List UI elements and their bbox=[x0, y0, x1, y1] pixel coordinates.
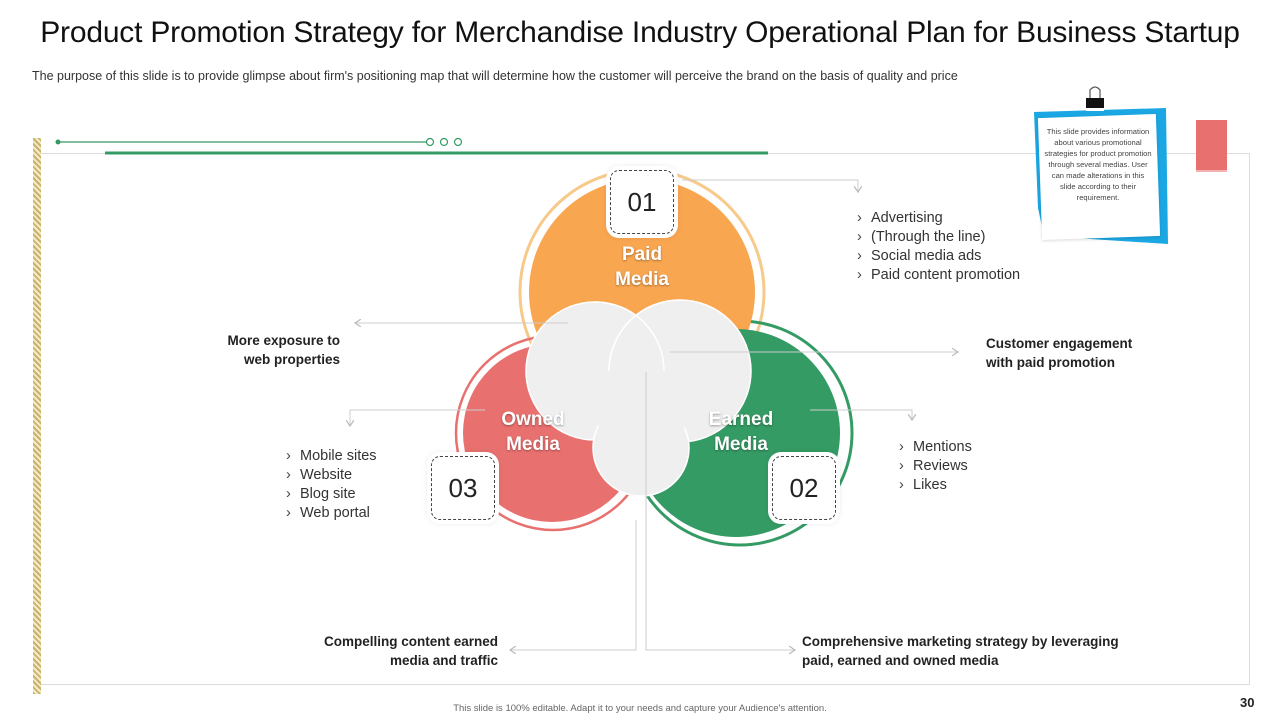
earned-media-label-line2: Media bbox=[714, 434, 768, 455]
deco-ring-1 bbox=[425, 137, 435, 147]
paid-media-label: Paid Media bbox=[582, 242, 702, 292]
connector-earned-bullets bbox=[810, 409, 912, 420]
connector-owned-bullets bbox=[350, 409, 485, 426]
slide-title: Product Promotion Strategy for Merchandi… bbox=[40, 16, 1240, 49]
callout-line: More exposure to bbox=[227, 333, 340, 348]
callout-customer-engagement: Customer engagement with paid promotion bbox=[986, 334, 1186, 372]
overlap-outline bbox=[594, 299, 681, 372]
callout-line: Compelling content earned bbox=[323, 634, 498, 649]
connector-compelling bbox=[510, 520, 637, 650]
list-item: (Through the line) bbox=[857, 228, 1020, 247]
owned-media-bullet-list: Mobile sites Website Blog site Web porta… bbox=[286, 447, 377, 523]
connector-paid-bullets bbox=[682, 179, 858, 192]
callout-line: Customer engagement bbox=[986, 336, 1133, 351]
callout-line: web properties bbox=[243, 352, 340, 367]
earned-media-number-box: 02 bbox=[772, 456, 836, 520]
list-item: Website bbox=[286, 466, 377, 485]
deco-dot bbox=[55, 139, 61, 145]
owned-media-label: Owned Media bbox=[473, 407, 593, 457]
earned-media-label-line1: Earned bbox=[708, 409, 774, 430]
list-item: Reviews bbox=[899, 457, 972, 476]
callout-line: paid, earned and owned media bbox=[802, 653, 999, 668]
callout-compelling-content: Compelling content earned media and traf… bbox=[290, 632, 498, 670]
list-item: Social media ads bbox=[857, 247, 1020, 266]
owned-media-label-line1: Owned bbox=[501, 409, 565, 430]
owned-media-label-line2: Media bbox=[506, 434, 560, 455]
callout-line: media and traffic bbox=[389, 653, 498, 668]
list-item: Mentions bbox=[899, 438, 972, 457]
list-item: Blog site bbox=[286, 485, 377, 504]
list-item: Likes bbox=[899, 476, 972, 495]
sticky-note: This slide provides information about va… bbox=[1030, 86, 1168, 246]
paid-media-label-line1: Paid bbox=[621, 244, 663, 265]
callout-comprehensive-strategy: Comprehensive marketing strategy by leve… bbox=[802, 632, 1182, 670]
hatched-border-strip bbox=[33, 138, 41, 694]
callout-more-exposure: More exposure to web properties bbox=[170, 331, 340, 369]
footer-text: This slide is 100% editable. Adapt it to… bbox=[453, 703, 827, 714]
sticky-note-text: This slide provides information about va… bbox=[1044, 127, 1152, 202]
list-item: Mobile sites bbox=[286, 447, 377, 466]
earned-media-bullet-list: Mentions Reviews Likes bbox=[899, 438, 972, 495]
slide-subtitle: The purpose of this slide is to provide … bbox=[32, 69, 958, 83]
overlap-center bbox=[594, 357, 690, 453]
list-item: Web portal bbox=[286, 504, 377, 523]
callout-line: Comprehensive marketing strategy by leve… bbox=[802, 634, 1119, 649]
deco-ring-3 bbox=[453, 137, 463, 147]
connector-comprehensive bbox=[645, 372, 795, 650]
paid-media-number-box: 01 bbox=[610, 170, 674, 234]
owned-media-number-box: 03 bbox=[431, 456, 495, 520]
deco-ring-2 bbox=[439, 137, 449, 147]
list-item: Paid content promotion bbox=[857, 266, 1020, 285]
paid-media-label-line2: Media bbox=[615, 269, 669, 290]
list-item: Advertising bbox=[857, 209, 1020, 228]
paid-media-bullet-list: Advertising (Through the line) Social me… bbox=[857, 209, 1020, 285]
page-number: 30 bbox=[1240, 695, 1255, 710]
callout-line: with paid promotion bbox=[986, 355, 1115, 370]
accent-rectangle bbox=[1196, 120, 1227, 172]
binder-clip-icon bbox=[1086, 86, 1104, 111]
earned-media-label: Earned Media bbox=[681, 407, 801, 457]
